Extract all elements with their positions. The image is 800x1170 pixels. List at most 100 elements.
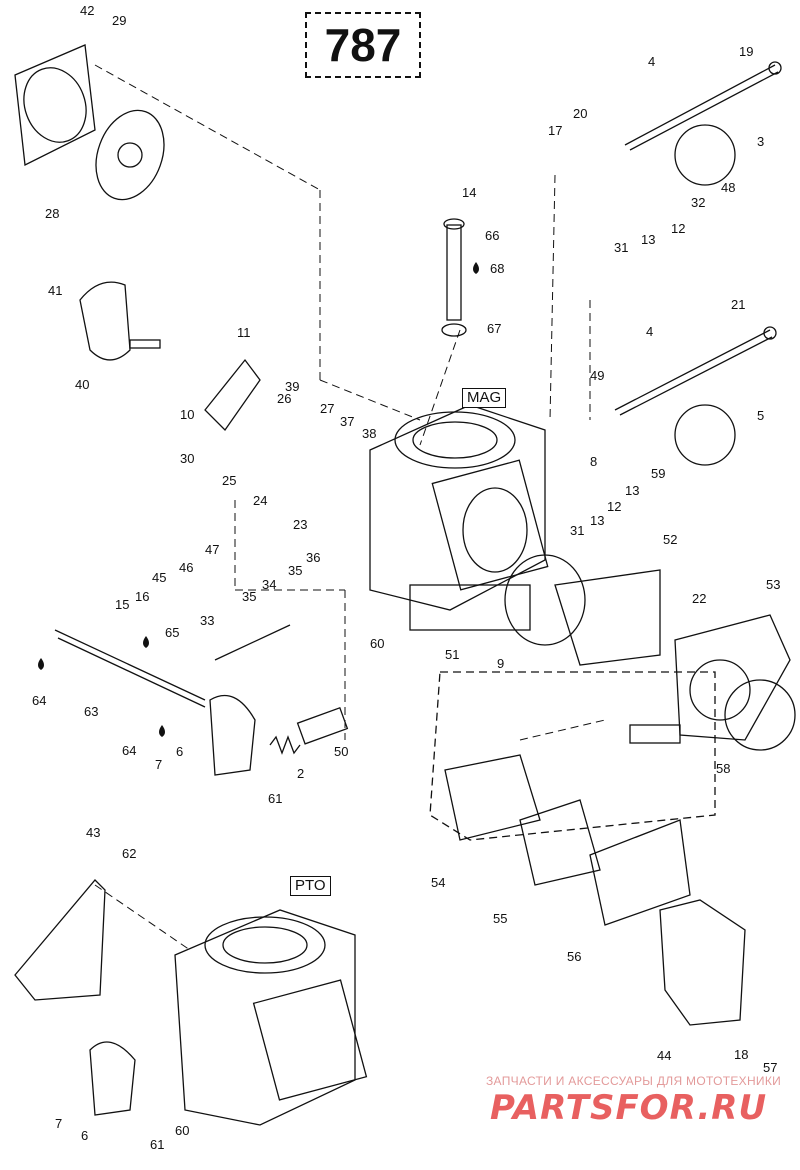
callout-c55: 55	[493, 911, 508, 926]
callout-c68: 68	[490, 261, 505, 276]
callout-c22: 22	[692, 591, 707, 606]
callout-c64b: 64	[122, 743, 137, 758]
callout-c28: 28	[45, 206, 60, 221]
callout-c19: 19	[739, 44, 754, 59]
plate-52	[554, 569, 661, 666]
diagram-code: 787	[305, 12, 421, 78]
callout-c23: 23	[293, 517, 308, 532]
callout-c47: 47	[205, 542, 220, 557]
callout-c58: 58	[716, 761, 731, 776]
callout-c21: 21	[731, 297, 746, 312]
cover-56	[589, 819, 691, 926]
callout-c12b: 12	[607, 499, 622, 514]
callout-c64a: 64	[32, 693, 47, 708]
callout-c34: 34	[262, 577, 277, 592]
throttle-plate-3	[674, 124, 736, 186]
callout-c62: 62	[122, 846, 137, 861]
bracket-61b	[89, 1041, 136, 1116]
callout-c29: 29	[112, 13, 127, 28]
callout-c7b: 7	[55, 1116, 63, 1131]
callout-c4b: 4	[646, 324, 654, 339]
callout-c44: 44	[657, 1048, 672, 1063]
bracket-44	[659, 899, 746, 1026]
gasket-55	[519, 799, 601, 886]
bracket-30	[204, 358, 261, 432]
spring-2	[269, 735, 301, 755]
watermark-tagline: ЗАПЧАСТИ И АКСЕССУАРЫ ДЛЯ МОТОТЕХНИКИ	[486, 1074, 782, 1088]
washer-67	[441, 323, 467, 337]
callout-c56: 56	[567, 949, 582, 964]
callout-c31b: 31	[570, 523, 585, 538]
drop-icon-64a	[38, 658, 44, 670]
bracket-61a	[209, 694, 256, 776]
throttle-plate-5	[674, 404, 736, 466]
bracket-62	[14, 879, 106, 1001]
cover-40	[79, 281, 131, 361]
callout-c15: 15	[115, 597, 130, 612]
callout-c61b: 61	[150, 1137, 165, 1152]
callout-c61a: 61	[268, 791, 283, 806]
callout-c41: 41	[48, 283, 63, 298]
callout-c6: 6	[176, 744, 184, 759]
callout-c37: 37	[340, 414, 355, 429]
callout-c65: 65	[165, 625, 180, 640]
link-rod-63	[54, 629, 206, 701]
sleeve-50	[296, 706, 349, 745]
callout-c35a: 35	[288, 563, 303, 578]
callout-c24: 24	[253, 493, 268, 508]
drop-icon-64b	[159, 725, 165, 737]
callout-c4a: 4	[648, 54, 656, 69]
callout-c60a: 60	[370, 636, 385, 651]
callout-c2: 2	[297, 766, 305, 781]
callout-c49: 49	[590, 368, 605, 383]
callout-c63: 63	[84, 704, 99, 719]
carb-body-pto	[174, 909, 356, 1126]
drop-icon-65	[143, 636, 149, 648]
gasket-29	[14, 44, 96, 166]
callout-c16: 16	[135, 589, 150, 604]
callout-c10: 10	[180, 407, 195, 422]
callout-c7a: 7	[155, 757, 163, 772]
throttle-shaft-21	[614, 329, 771, 411]
callout-c27: 27	[320, 401, 335, 416]
callout-c39: 39	[285, 379, 300, 394]
diaphragm-28	[95, 109, 165, 201]
callout-c46: 46	[179, 560, 194, 575]
callout-c6b: 6	[81, 1128, 89, 1143]
callout-c54: 54	[431, 875, 446, 890]
drop-icon-68	[473, 262, 479, 274]
callout-c11: 11	[237, 325, 251, 340]
callout-c13b: 13	[625, 483, 640, 498]
callout-c43: 43	[86, 825, 101, 840]
callout-c67: 67	[487, 321, 502, 336]
mag-label: MAG	[462, 388, 507, 408]
callout-c66: 66	[485, 228, 500, 243]
callout-c51: 51	[445, 647, 460, 662]
callout-c32: 32	[691, 195, 706, 210]
callout-c60b: 60	[175, 1123, 190, 1138]
callout-c9: 9	[497, 656, 505, 671]
callout-c13a: 13	[641, 232, 656, 247]
callout-c40: 40	[75, 377, 90, 392]
watermark-logo: PARTSFOR.RU	[490, 1088, 768, 1128]
callout-c5: 5	[757, 408, 765, 423]
callout-c33: 33	[200, 613, 215, 628]
callout-c20: 20	[573, 106, 588, 121]
pto-label: PTO	[290, 876, 331, 896]
callout-c12a: 12	[671, 221, 686, 236]
callout-c57: 57	[763, 1060, 778, 1075]
fuel-pump-53	[674, 614, 791, 741]
callout-c38: 38	[362, 426, 377, 441]
callout-c8: 8	[590, 454, 598, 469]
callout-c35b: 35	[242, 589, 257, 604]
callout-c53: 53	[766, 577, 781, 592]
gasket-54	[444, 754, 541, 841]
screw-66	[446, 224, 462, 321]
group-outline	[429, 671, 716, 841]
needle-33	[214, 624, 291, 661]
callout-c50: 50	[334, 744, 349, 759]
callout-c13c: 13	[590, 513, 605, 528]
callout-c17: 17	[548, 123, 563, 138]
callout-c31a: 31	[614, 240, 629, 255]
